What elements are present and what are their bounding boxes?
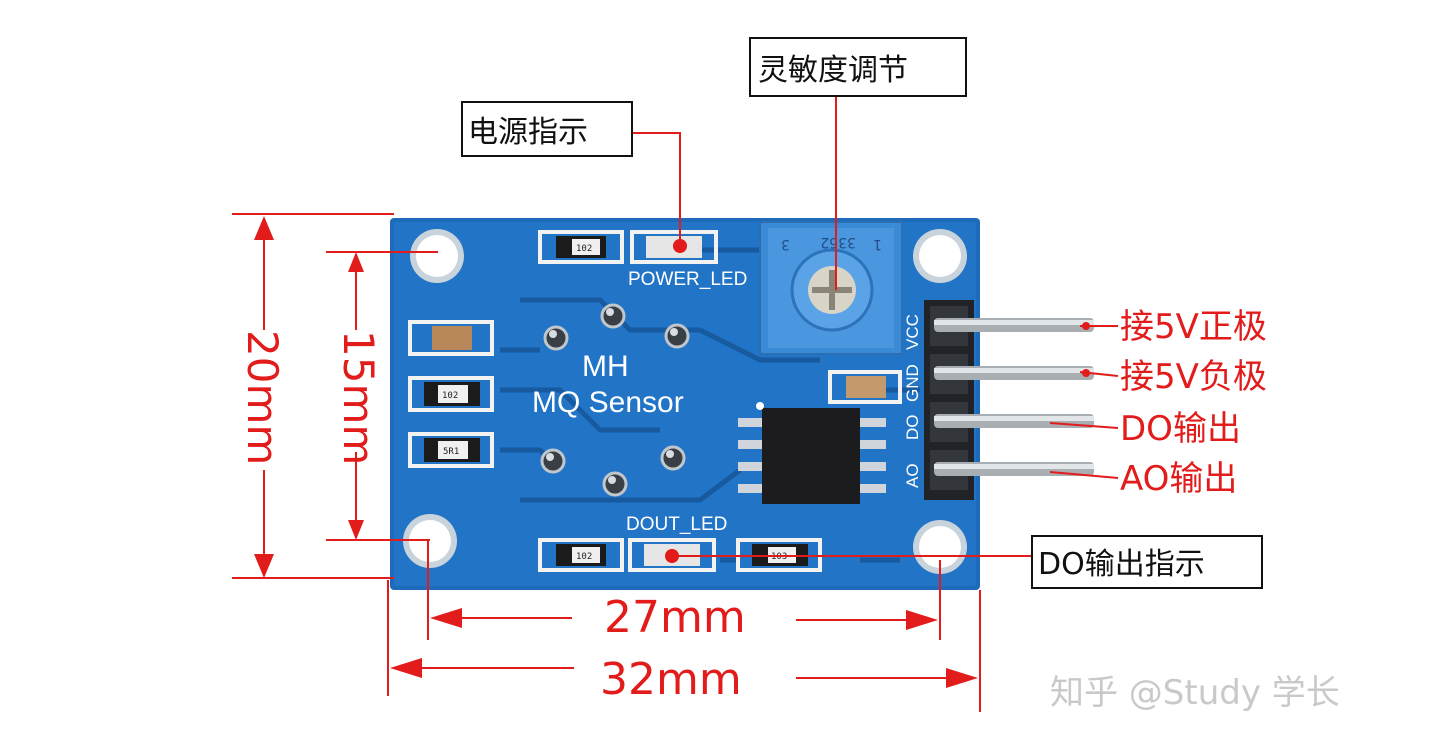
callout-sensitivity: 灵敏度调节 (749, 37, 967, 97)
board-title-mq-sensor: MQ Sensor (532, 386, 684, 419)
pot-code: 3362 (820, 234, 856, 250)
smd-capacitor-left (408, 320, 494, 356)
mounting-hole-bottom-right (913, 520, 967, 574)
pin-label-do: DO输出 (1120, 409, 1241, 449)
pot-pin-1: 1 (873, 236, 882, 252)
board-title-mh: MH (582, 350, 629, 383)
smd-resistor-top-1: 102 (538, 230, 624, 264)
resistor-code: 102 (442, 391, 458, 401)
callout-power-indicator: 电源指示 (461, 101, 633, 157)
dimension-width-inner: 27mm (604, 592, 746, 643)
pin-silk-ao: AO (903, 463, 922, 488)
ic-leads (738, 418, 886, 493)
callout-power-indicator-text: 电源指示 (468, 115, 588, 150)
pin-silk-gnd: GND (903, 364, 922, 402)
pcb-traces (500, 247, 920, 563)
comparator-ic (738, 402, 886, 504)
pin-silk-do: DO (903, 415, 922, 441)
callout-sensitivity-text: 灵敏度调节 (758, 53, 908, 88)
potentiometer: 3 3362 1 (759, 221, 903, 355)
dimension-width-outer: 32mm (600, 654, 742, 705)
power-led-silk: POWER_LED (628, 269, 747, 290)
pcb-board: 102 POWER_LED 102 5R1 (390, 218, 980, 590)
callout-do-indicator: DO输出指示 (1031, 535, 1263, 589)
mounting-hole-top-left (410, 229, 464, 283)
pin-label-ao: AO输出 (1120, 459, 1237, 499)
dout-led-silk: DOUT_LED (626, 514, 727, 535)
pin-label-vcc: 接5V正极 (1120, 307, 1267, 347)
resistor-code: 102 (576, 552, 592, 562)
dimension-height-inner: 15mm (334, 330, 383, 465)
pot-pin-3: 3 (781, 236, 790, 252)
annotation-arrowheads (254, 216, 1090, 688)
smd-resistor-left-102: 102 (408, 376, 494, 412)
pin-silk-vcc: VCC (903, 314, 922, 350)
resistor-code: 5R1 (443, 447, 459, 457)
dimension-height-outer: 20mm (238, 330, 287, 465)
smd-resistor-left-5r1: 5R1 (408, 432, 494, 468)
smd-resistor-bottom-1: 102 (538, 538, 624, 572)
watermark: 知乎 @Study 学长 (1050, 673, 1340, 713)
annotation-lines (232, 97, 1119, 712)
pin-label-gnd: 接5V负极 (1120, 357, 1267, 397)
power-led (630, 230, 718, 264)
smd-capacitor-right (828, 370, 902, 404)
sensor-pin-highlights (546, 308, 678, 484)
resistor-code: 102 (576, 244, 592, 254)
mounting-hole-top-right (913, 229, 967, 283)
callout-do-indicator-text: DO输出指示 (1038, 547, 1205, 582)
